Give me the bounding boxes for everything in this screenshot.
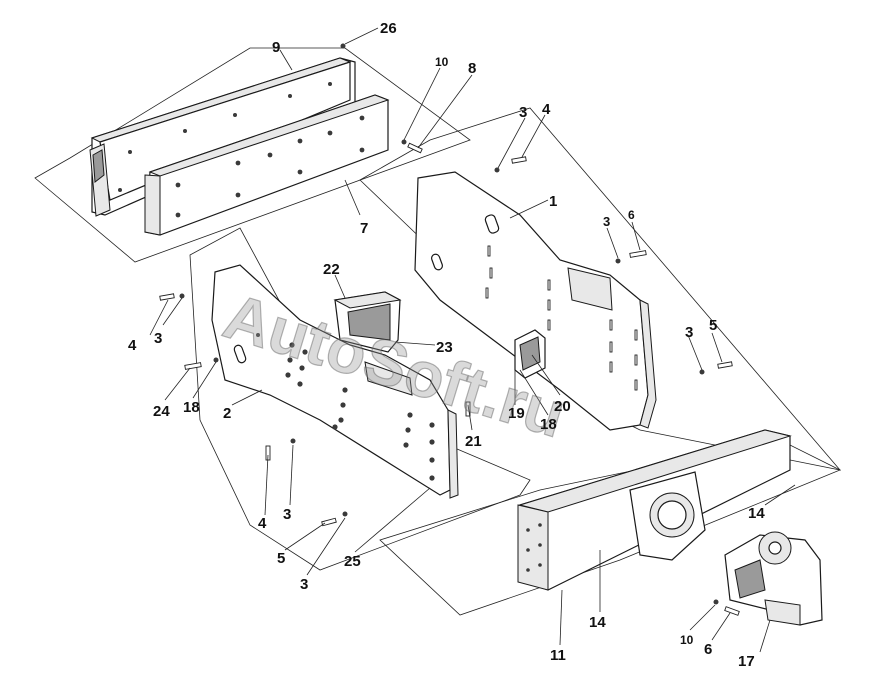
callout-25: 25 — [344, 553, 361, 570]
callout-2: 2 — [223, 405, 231, 422]
part-1-side-plate — [414, 171, 657, 431]
callout-23: 23 — [436, 339, 453, 356]
callout-7: 7 — [360, 220, 368, 237]
callout-18: 18 — [183, 399, 200, 416]
part-11-beam — [517, 429, 792, 591]
callout-11: 11 — [550, 647, 566, 664]
part-2-side-plate — [211, 264, 459, 499]
callout-4: 4 — [542, 101, 551, 118]
callout-3: 3 — [154, 330, 162, 347]
callout-6: 6 — [628, 208, 635, 222]
callout-17: 17 — [738, 653, 755, 670]
callout-18: 18 — [540, 416, 557, 433]
callout-20: 20 — [554, 398, 571, 415]
callout-26: 26 — [380, 20, 397, 37]
part-22-bracket — [333, 291, 402, 353]
callout-8: 8 — [468, 60, 476, 77]
part-19-20-bracket — [514, 329, 546, 379]
leader-lines — [149, 27, 796, 653]
callout-14: 14 — [748, 505, 765, 522]
plane-middle-left — [189, 227, 531, 571]
callout-5: 5 — [277, 550, 285, 567]
callout-22: 22 — [323, 261, 340, 278]
callout-3: 3 — [519, 104, 527, 121]
callout-4: 4 — [128, 337, 137, 354]
callout-21: 21 — [465, 433, 482, 450]
callout-3: 3 — [603, 214, 610, 229]
callout-3: 3 — [300, 576, 308, 593]
part-7-plate — [144, 94, 390, 236]
callout-6: 6 — [704, 641, 712, 658]
callout-3: 3 — [685, 324, 693, 341]
callout-1: 1 — [549, 193, 557, 210]
part-17-hub — [724, 531, 823, 626]
callout-labels: 26 9 10 8 3 4 1 7 3 6 22 4 3 23 3 5 24 1… — [128, 20, 765, 670]
fasteners — [159, 43, 740, 616]
callout-14: 14 — [589, 614, 606, 631]
callout-10: 10 — [680, 633, 694, 647]
callout-4: 4 — [258, 515, 267, 532]
callout-10: 10 — [435, 55, 449, 69]
callout-19: 19 — [508, 405, 525, 422]
callout-5: 5 — [709, 317, 717, 334]
callout-9: 9 — [272, 39, 280, 56]
plane-lower — [379, 439, 841, 616]
callout-3: 3 — [283, 506, 291, 523]
plane-upper-left — [34, 47, 471, 263]
callout-24: 24 — [153, 403, 170, 420]
